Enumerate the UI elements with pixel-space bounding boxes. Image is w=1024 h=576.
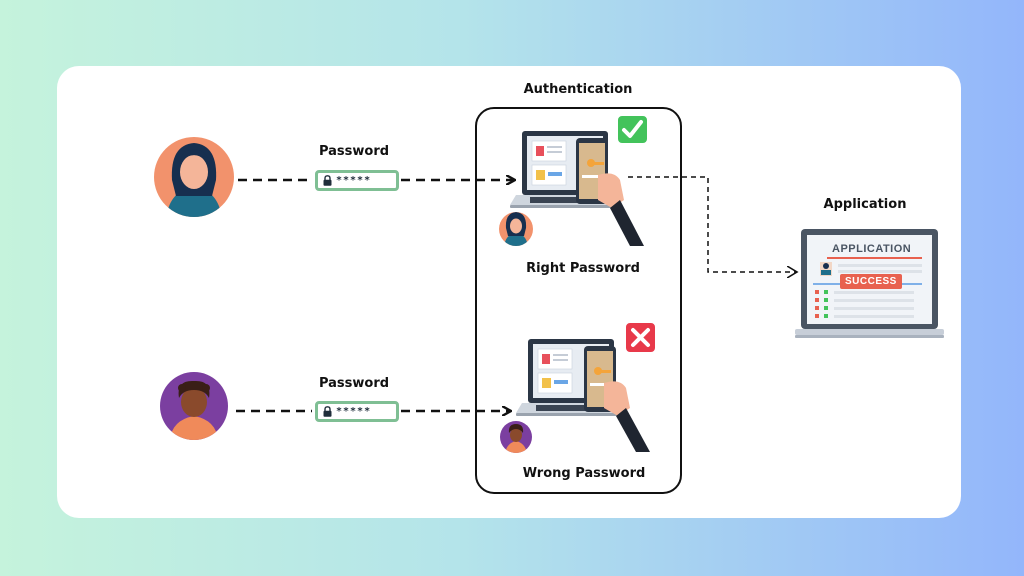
user-avatar-legit [154,137,234,217]
wrong-password-label: Wrong Password [522,466,646,481]
password-chip-top: ***** [315,170,399,191]
user-avatar-attacker [160,372,228,440]
success-badge: SUCCESS [840,274,902,289]
lock-icon [323,175,332,186]
lock-icon [323,406,332,417]
application-screen-title: APPLICATION [832,243,912,255]
application-label: Application [823,197,907,212]
password-mask: ***** [336,175,372,186]
right-password-label: Right Password [526,261,640,276]
user-avatar-small-legit [499,212,533,246]
password-chip-bottom: ***** [315,401,399,422]
connector-auth-to-application [628,176,797,272]
user-avatar-small-attacker [500,421,532,453]
password-label-top: Password [318,144,390,159]
laptop-right-password [510,131,644,246]
check-icon [616,114,649,145]
authentication-box [475,107,682,494]
password-label-bottom: Password [318,376,390,391]
laptop-wrong-password [516,339,650,452]
cross-icon [624,321,657,354]
application-checklist [815,290,914,318]
password-mask: ***** [336,406,372,417]
authentication-label: Authentication [523,82,633,97]
